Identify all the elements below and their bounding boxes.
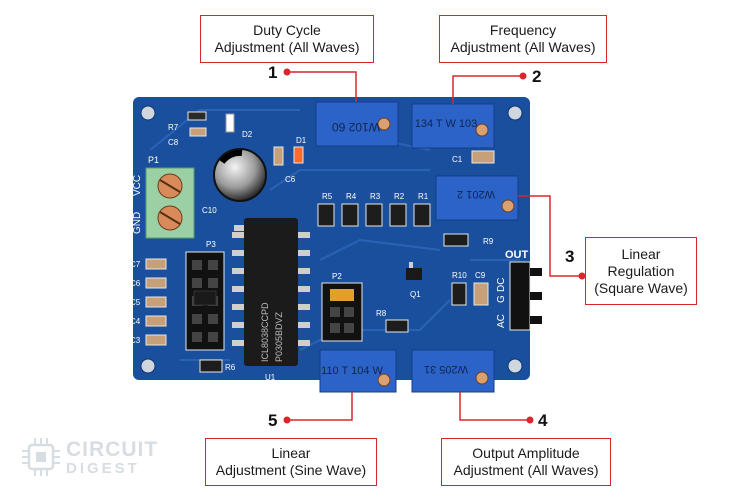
ref-r7: R7	[168, 123, 179, 132]
callout-3-line-2: Regulation	[607, 262, 675, 279]
ref-r10: R10	[452, 271, 467, 280]
ref-d2: D2	[242, 130, 253, 139]
ref-d1: D1	[296, 136, 307, 145]
callout-5-line-2: Adjustment (Sine Wave)	[215, 462, 367, 478]
callout-box-output-amplitude: Output Amplitude Adjustment (All Waves)	[441, 438, 611, 486]
ref-r4: R4	[346, 192, 357, 201]
callout-3-line-1: Linear	[621, 245, 661, 262]
resistor-row	[317, 203, 431, 227]
callout-4-line-2: Adjustment (All Waves)	[453, 462, 599, 478]
ref-c7: C7	[130, 260, 141, 269]
label-vcc: VCC	[132, 175, 143, 196]
callout-number-4: 4	[538, 411, 548, 430]
callout-lines	[287, 71, 582, 421]
label-out: OUT	[505, 249, 529, 261]
pot-label-linear-regulation: W201 2	[457, 188, 495, 200]
ic-chip	[244, 218, 298, 366]
label-gnd: GND	[132, 212, 143, 234]
ref-q1: Q1	[410, 290, 421, 299]
capacitor-c10	[213, 148, 267, 202]
callout-dot-5	[283, 416, 291, 424]
ref-r5: R5	[322, 192, 333, 201]
pot-label-sine: 110 T 104 W	[321, 365, 383, 377]
ref-r1: R1	[418, 192, 429, 201]
pot-label-duty: W102 60	[332, 120, 380, 134]
mounting-hole	[507, 358, 523, 374]
callout-box-linear-sine: Linear Adjustment (Sine Wave)	[205, 438, 377, 486]
pot-label-frequency: 134 T W 103	[415, 118, 478, 130]
ref-c4: C4	[130, 317, 141, 326]
chip-marking-1: ICL8038CCPD	[260, 302, 270, 362]
potentiometer-linear-regulation	[435, 175, 519, 221]
callout-3-line-3: (Square Wave)	[594, 279, 688, 296]
ref-r8: R8	[376, 309, 387, 318]
ref-p3: P3	[206, 240, 216, 249]
potentiometer-frequency	[411, 103, 495, 149]
ref-c1: C1	[452, 155, 463, 164]
label-ac: AC	[496, 314, 507, 328]
label-g: G	[496, 295, 507, 303]
ref-c6-cap: C6	[285, 175, 296, 184]
callout-dot-1	[283, 68, 291, 76]
ref-c6: C6	[130, 279, 141, 288]
callout-1-line-1: Duty Cycle	[253, 22, 321, 38]
ref-r9: R9	[483, 237, 494, 246]
potentiometer-duty	[315, 101, 399, 147]
callout-5-line-1: Linear	[271, 445, 311, 461]
chip-marking-2: P0305BDVZ	[274, 311, 284, 362]
callout-2-line-2: Adjustment (All Waves)	[450, 39, 596, 55]
callout-number-5: 5	[268, 411, 278, 430]
callout-number-2: 2	[532, 67, 542, 86]
ref-c9: C9	[475, 271, 486, 280]
mounting-hole	[507, 105, 523, 121]
ref-c10: C10	[202, 206, 217, 215]
callout-dot-2	[519, 72, 527, 80]
callout-box-duty-cycle: Duty Cycle Adjustment (All Waves)	[200, 15, 374, 63]
logo-word-digest: DIGEST	[66, 460, 140, 477]
output-header	[509, 261, 531, 331]
ref-c5: C5	[130, 298, 141, 307]
label-dc: DC	[496, 278, 507, 292]
callout-box-frequency: Frequency Adjustment (All Waves)	[439, 15, 607, 63]
callout-dot-4	[526, 416, 534, 424]
ref-c8: C8	[168, 138, 179, 147]
ref-p1: P1	[148, 155, 159, 165]
callout-4-line-1: Output Amplitude	[472, 445, 580, 461]
mounting-hole	[140, 105, 156, 121]
chip-logo-icon	[22, 438, 60, 476]
callout-box-linear-regulation: Linear Regulation (Square Wave)	[585, 237, 697, 305]
circuit-digest-logo: CIRCUIT DIGEST	[20, 436, 180, 480]
ref-r6: R6	[225, 363, 236, 372]
capacitor-column	[145, 258, 167, 346]
ref-r3: R3	[370, 192, 381, 201]
pot-label-amplitude: W205 31	[424, 363, 468, 375]
potentiometer-sine	[319, 349, 397, 393]
callout-1-line-2: Adjustment (All Waves)	[214, 39, 360, 55]
callout-dot-3	[578, 272, 586, 280]
callout-number-1: 1	[268, 63, 278, 82]
ref-c3: C3	[130, 336, 141, 345]
callout-number-3: 3	[565, 247, 575, 266]
mounting-hole	[140, 358, 156, 374]
potentiometer-amplitude	[411, 349, 495, 393]
callout-2-line-1: Frequency	[489, 22, 557, 38]
ref-u1: U1	[265, 373, 276, 382]
ref-p2: P2	[332, 272, 342, 281]
ref-r2: R2	[394, 192, 405, 201]
logo-word-circuit: CIRCUIT	[66, 438, 159, 461]
